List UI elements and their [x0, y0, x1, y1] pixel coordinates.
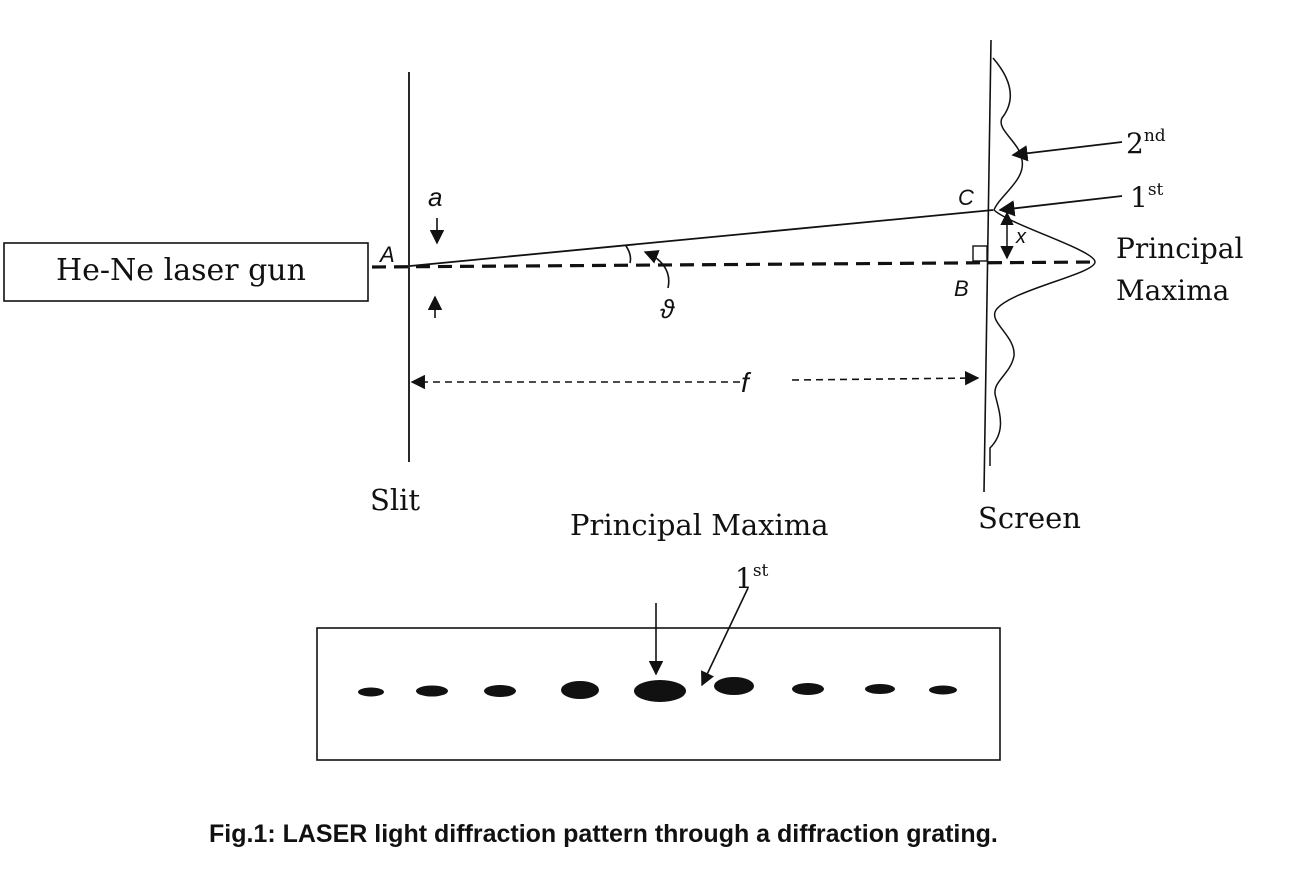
first-order-label: 1st	[1130, 180, 1164, 214]
angle-symbol: ϑ	[660, 294, 675, 324]
principal-maxima-right-line2: Maxima	[1116, 274, 1229, 307]
offset-symbol: x	[1015, 226, 1027, 248]
distance-arrow-right	[791, 370, 980, 386]
intensity-curve	[989, 57, 1096, 466]
diffraction-spot	[865, 684, 895, 694]
central-axis	[371, 260, 1099, 269]
diffraction-spot	[792, 683, 824, 695]
slit-label: Slit	[370, 483, 420, 517]
laser-gun-label: He-Ne laser gun	[56, 253, 306, 288]
diffraction-spots	[358, 677, 957, 702]
right-angle-marker	[972, 245, 988, 262]
first-order-spot-arrow	[701, 587, 749, 687]
first-order-arrow	[998, 195, 1123, 217]
figure-caption: Fig.1: LASER light diffraction pattern t…	[209, 820, 998, 848]
screen-label: Screen	[978, 501, 1081, 535]
diffraction-spot	[358, 687, 384, 697]
diffracted-ray	[409, 209, 994, 267]
diffraction-spot	[561, 681, 599, 699]
pattern-first-order-label: 1st	[735, 561, 769, 595]
diffraction-spot	[929, 685, 957, 695]
pattern-heading: Principal Maxima	[570, 508, 829, 542]
point-b-label: B	[954, 276, 969, 301]
principal-maxima-right-line1: Principal	[1116, 232, 1243, 265]
angle-pointer	[643, 250, 670, 289]
laser-gun-box	[3, 242, 369, 302]
point-a-label: A	[378, 242, 395, 267]
second-order-label: 2nd	[1126, 126, 1166, 160]
diffraction-spot	[634, 680, 686, 702]
slit-width-symbol: a	[428, 182, 442, 212]
distance-symbol: f	[741, 367, 752, 398]
pattern-panel	[316, 627, 1001, 761]
second-order-arrow	[1011, 141, 1123, 162]
diffraction-spot	[484, 685, 516, 697]
diffraction-spot	[714, 677, 754, 695]
screen-line	[983, 39, 992, 493]
diffraction-spot	[416, 685, 448, 697]
point-c-label: C	[958, 185, 974, 210]
angle-arc	[625, 245, 632, 264]
